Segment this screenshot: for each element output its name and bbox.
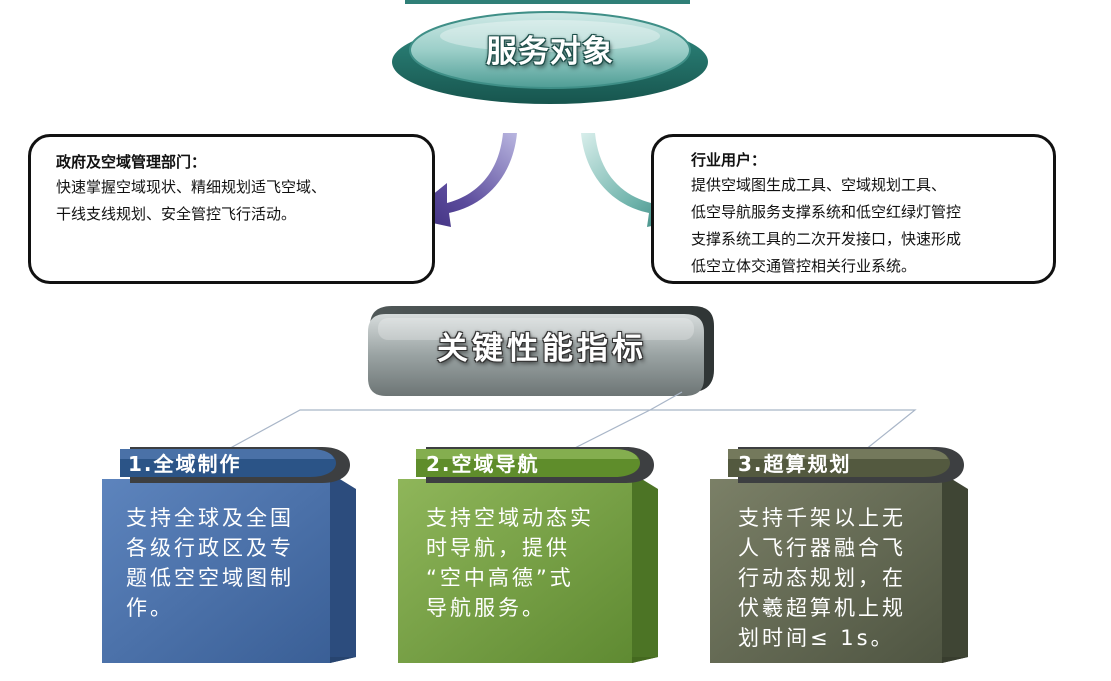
government-description: 快速掌握空域现状、精细规划适飞空域、 干线支线规划、安全管控飞行活动。 [56,178,327,223]
card-2-tab-label: 2.空域导航 [426,452,540,476]
card-3-tab-label: 3.超算规划 [738,452,852,476]
industry-users-box: 行业用户： 提供空域图生成工具、空域规划工具、 低空导航服务支撑系统和低空红绿灯… [651,134,1056,284]
card-2-text: 支持空域动态实 时导航，提供 “空中高德”式 导航服务。 [426,506,594,620]
government-heading: 政府及空域管理部门： [56,153,207,171]
card-3-shape [710,447,968,663]
card-3-text: 支持千架以上无 人飞行器融合飞 行动态规划，在 伏羲超算机上规 划时间≤ 1s。 [738,506,906,650]
card-1-text: 支持全球及全国 各级行政区及专 题低空空域图制 作。 [126,506,294,620]
service-target-title: 服务对象 [486,34,614,70]
kpi-title: 关键性能指标 [437,331,647,367]
top-bar [405,0,690,4]
card-1-shape [102,447,356,663]
kpi-badge-shape [368,306,714,396]
kpi-card-2: 2.空域导航 支持空域动态实 时导航，提供 “空中高德”式 导航服务。 [396,443,660,665]
kpi-heading: 关键性能指标 [362,298,722,408]
service-target-heading: 服务对象 [385,0,715,110]
card-1-tab-label: 1.全域制作 [128,452,242,476]
kpi-card-3: 3.超算规划 支持千架以上无 人飞行器融合飞 行动态规划，在 伏羲超算机上规 划… [708,443,970,665]
kpi-card-1: 1.全域制作 支持全球及全国 各级行政区及专 题低空空域图制 作。 [100,443,360,665]
card-2-shape [398,447,658,663]
industry-description: 提供空域图生成工具、空域规划工具、 低空导航服务支撑系统和低空红绿灯管控 支撑系… [691,176,962,275]
ellipse-badge-shape [392,11,708,104]
industry-heading: 行业用户： [691,151,767,169]
government-users-box: 政府及空域管理部门： 快速掌握空域现状、精细规划适飞空域、 干线支线规划、安全管… [28,134,435,284]
